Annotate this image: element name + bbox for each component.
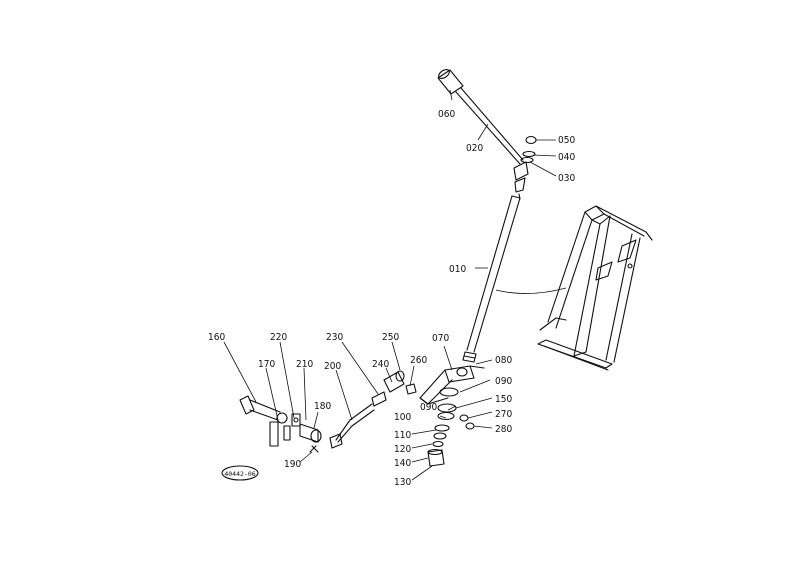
label-210: 210 (296, 359, 313, 370)
leader-010-frame (495, 287, 567, 294)
label-040: 040 (558, 152, 575, 163)
label-080: 080 (495, 355, 512, 366)
rod-collar (513, 161, 529, 200)
label-050: 050 (558, 135, 575, 146)
stamp-text: 40442-06 (224, 470, 255, 478)
label-100: 100 (394, 412, 411, 423)
label-190: 190 (284, 459, 301, 470)
label-060: 060 (438, 109, 455, 120)
label-220: 220 (270, 332, 287, 343)
lower-bracket (419, 365, 485, 405)
label-200: 200 (324, 361, 341, 372)
label-030: 030 (558, 173, 575, 184)
washers-stack (520, 135, 537, 164)
label-120: 120 (394, 444, 411, 455)
label-010: 010 (449, 264, 466, 275)
lower-washers (427, 387, 475, 467)
label-090-right: 090 (495, 376, 512, 387)
label-070: 070 (432, 333, 449, 344)
label-230: 230 (326, 332, 343, 343)
upper-lever-rod (455, 87, 524, 165)
label-020: 020 (466, 143, 483, 154)
drawing-reference-stamp: 40442-06 (221, 465, 259, 481)
label-170: 170 (258, 359, 275, 370)
support-frame (537, 205, 653, 371)
label-280: 280 (495, 424, 512, 435)
label-130: 130 (394, 477, 411, 488)
label-140: 140 (394, 458, 411, 469)
label-110: 110 (394, 430, 411, 441)
left-lever-assembly (239, 395, 322, 453)
label-270: 270 (495, 409, 512, 420)
label-250: 250 (382, 332, 399, 343)
label-090-left: 090 (420, 402, 437, 413)
label-260: 260 (410, 355, 427, 366)
leader-lines (223, 89, 557, 481)
main-shaft (462, 195, 521, 363)
linkage-rod (329, 370, 417, 449)
lever-knob (437, 68, 464, 95)
part-labels: 060 020 050 040 030 010 070 080 090 150 … (208, 109, 575, 488)
label-180: 180 (314, 401, 331, 412)
label-240: 240 (372, 359, 389, 370)
label-160: 160 (208, 332, 225, 343)
label-150: 150 (495, 394, 512, 405)
